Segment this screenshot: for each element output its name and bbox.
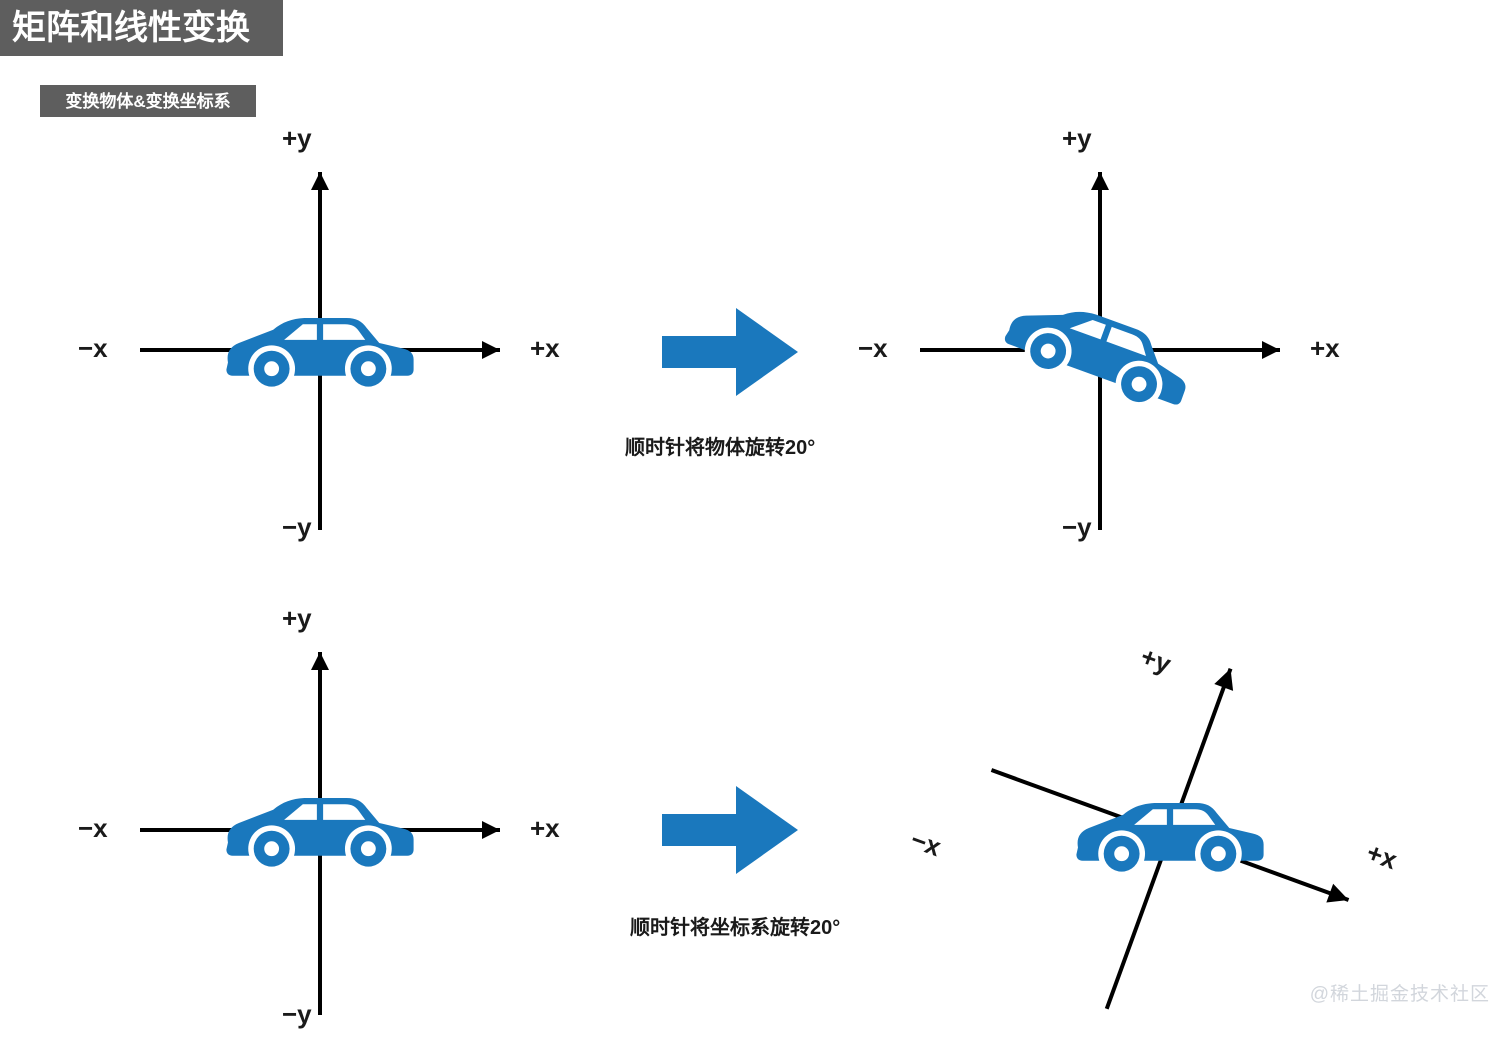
transition-arrow-row2 <box>655 782 805 878</box>
axis-label-positive-x: +x <box>530 333 560 363</box>
x-axis-arrowhead-icon <box>482 821 500 839</box>
axis-label-positive-y: +y <box>282 603 312 633</box>
transition-arrow-row1 <box>655 304 805 400</box>
x-axis-arrowhead-icon <box>1262 341 1280 359</box>
axis-label-positive-x: +x <box>530 813 560 843</box>
coordinate-plane-row1-after <box>920 172 1280 530</box>
page-subtitle-banner: 变换物体&变换坐标系 <box>40 85 256 117</box>
coordinate-plane-row2-after <box>990 667 1350 1010</box>
watermark: @稀土掘金技术社区 <box>1309 984 1490 1005</box>
axis-label-negative-y: −y <box>1062 512 1092 542</box>
coordinate-plane-row2-before <box>140 652 500 1015</box>
axis-label-negative-y: −y <box>282 512 312 542</box>
caption-row1: 顺时针将物体旋转20° <box>625 437 816 459</box>
axis-label-positive-x: +x <box>1310 333 1340 363</box>
right-arrow-icon <box>662 786 798 874</box>
axis-label-positive-y: +y <box>1062 123 1092 153</box>
x-axis-arrowhead-icon <box>1326 883 1349 903</box>
panel-row1-before: +y −y +x −x <box>60 125 590 570</box>
page-title-banner: 矩阵和线性变换 <box>0 0 283 56</box>
car-icon <box>1076 803 1264 878</box>
panel-row1-after: +y −y +x −x <box>840 125 1370 570</box>
x-axis-arrowhead-icon <box>482 341 500 359</box>
caption-row2: 顺时针将坐标系旋转20° <box>630 917 841 939</box>
y-axis-arrowhead-icon <box>1214 668 1234 691</box>
y-axis-arrowhead-icon <box>1091 172 1109 190</box>
axis-label-positive-y: +y <box>282 123 312 153</box>
panel-row2-before: +y −y +x −x <box>60 605 590 1050</box>
page-title: 矩阵和线性变换 <box>12 9 250 47</box>
axis-label-negative-y: −y <box>282 999 312 1029</box>
panel-row2-after: +y −x +x <box>890 620 1450 1020</box>
axis-label-negative-x: −x <box>858 333 888 363</box>
page-subtitle: 变换物体&变换坐标系 <box>65 91 231 111</box>
axis-label-negative-x: −x <box>78 333 108 363</box>
y-axis-arrowhead-icon <box>311 172 329 190</box>
axis-label-negative-x: −x <box>78 813 108 843</box>
right-arrow-icon <box>662 308 798 396</box>
coordinate-plane-row1-before <box>140 172 500 530</box>
y-axis-arrowhead-icon <box>311 652 329 670</box>
